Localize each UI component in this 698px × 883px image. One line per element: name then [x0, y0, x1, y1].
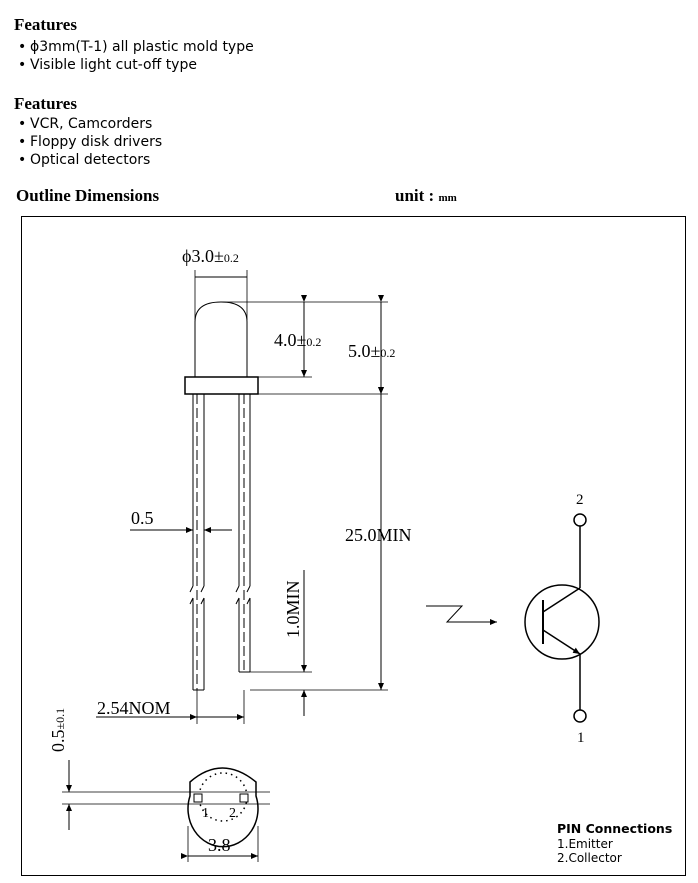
- pin-connections-title: PIN Connections: [557, 821, 673, 836]
- body-height: 5.0: [348, 341, 371, 361]
- outline-heading: Outline Dimensions: [16, 186, 160, 205]
- pin-connections: PIN Connections 1.Emitter 2.Collector: [557, 821, 673, 866]
- svg-text:ϕ3.0±0.2: ϕ3.0±0.2: [182, 246, 239, 266]
- symbol-pin-top: 2: [576, 492, 584, 508]
- lead-tip: 1.0MIN: [283, 581, 303, 639]
- list-item: •Optical detectors: [18, 152, 151, 168]
- unit-label: unit : mm: [395, 186, 457, 205]
- pitch: 2.54NOM: [97, 698, 171, 718]
- list-item: •VCR, Camcorders: [18, 116, 153, 132]
- list-item: •Visible light cut-off type: [18, 57, 197, 73]
- diameter-value: 3.0: [191, 246, 214, 266]
- lead-length: 25.0MIN: [345, 525, 412, 545]
- led-dome: [194, 301, 248, 377]
- features-heading-1: Features: [14, 15, 77, 34]
- diameter-symbol: ϕ: [182, 246, 191, 266]
- flange-thickness: 0.5: [48, 730, 68, 753]
- list-item: •Floppy disk drivers: [18, 134, 163, 150]
- symbol-pin-bottom: 1: [577, 730, 585, 746]
- lead-right: [238, 394, 251, 586]
- list-item: •ϕ3mm(T-1) all plastic mold type: [18, 39, 254, 55]
- phototransistor-icon: [524, 584, 600, 660]
- features-list-1: •ϕ3mm(T-1) all plastic mold type •Visibl…: [14, 38, 254, 74]
- pin-2-label: 2: [229, 806, 236, 821]
- svg-text:0.5±0.1: 0.5±0.1: [48, 708, 68, 752]
- bottom-width: 3.8: [208, 835, 231, 855]
- lead-left: [192, 394, 205, 586]
- outline-frame: [21, 216, 686, 876]
- pin-item: 2.Collector: [557, 851, 622, 865]
- lead-width: 0.5: [131, 508, 154, 528]
- pin-1-label: 1: [202, 806, 209, 821]
- dome-height: 4.0: [274, 330, 297, 350]
- svg-text:5.0±0.2: 5.0±0.2: [348, 341, 395, 361]
- light-arrow-icon: [426, 605, 485, 623]
- features-heading-2: Features: [14, 94, 77, 113]
- led-flange: [184, 376, 259, 395]
- bottom-view: [187, 767, 259, 848]
- features-list-2: •VCR, Camcorders •Floppy disk drivers •O…: [14, 115, 162, 169]
- pin-item: 1.Emitter: [557, 836, 613, 851]
- svg-text:4.0±0.2: 4.0±0.2: [274, 330, 321, 350]
